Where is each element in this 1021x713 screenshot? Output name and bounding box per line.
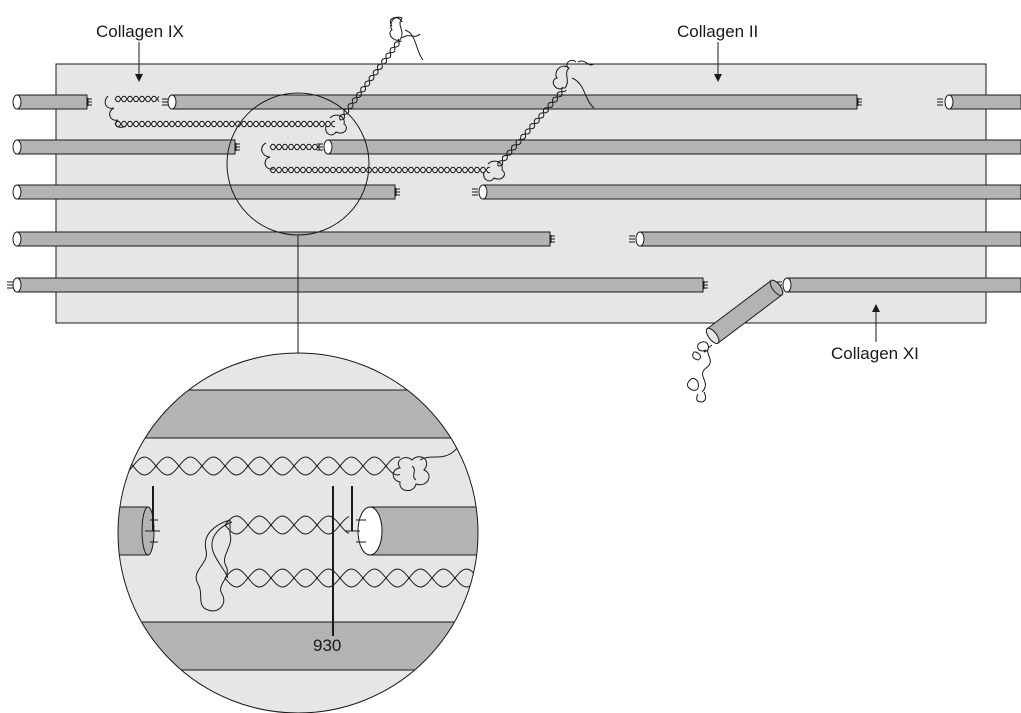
fibril [12,184,400,200]
label-collagen-ii: Collagen II [677,22,759,41]
label-collagen-xi: Collagen XI [831,344,919,363]
collagen-xi-molecule [686,279,784,403]
fibril [323,139,1021,155]
collagen-ix-molecules [104,16,595,182]
label-arrows [135,42,880,342]
zoomed-detail [118,353,478,713]
fibril [12,231,555,247]
fibril [478,184,1021,200]
magnifier-loupe [226,92,370,353]
fibril [944,94,1021,110]
fibril [635,231,1021,247]
label-residue-930: 930 [313,636,342,655]
fibril [782,277,1021,293]
fibril [12,94,92,110]
zoom-circle-outline [117,352,479,713]
label-collagen-ix: Collagen IX [96,22,184,41]
collagen-ii-fibrils [7,94,1021,293]
fibril [167,94,862,110]
fibril [12,277,708,293]
fibril [12,139,240,155]
